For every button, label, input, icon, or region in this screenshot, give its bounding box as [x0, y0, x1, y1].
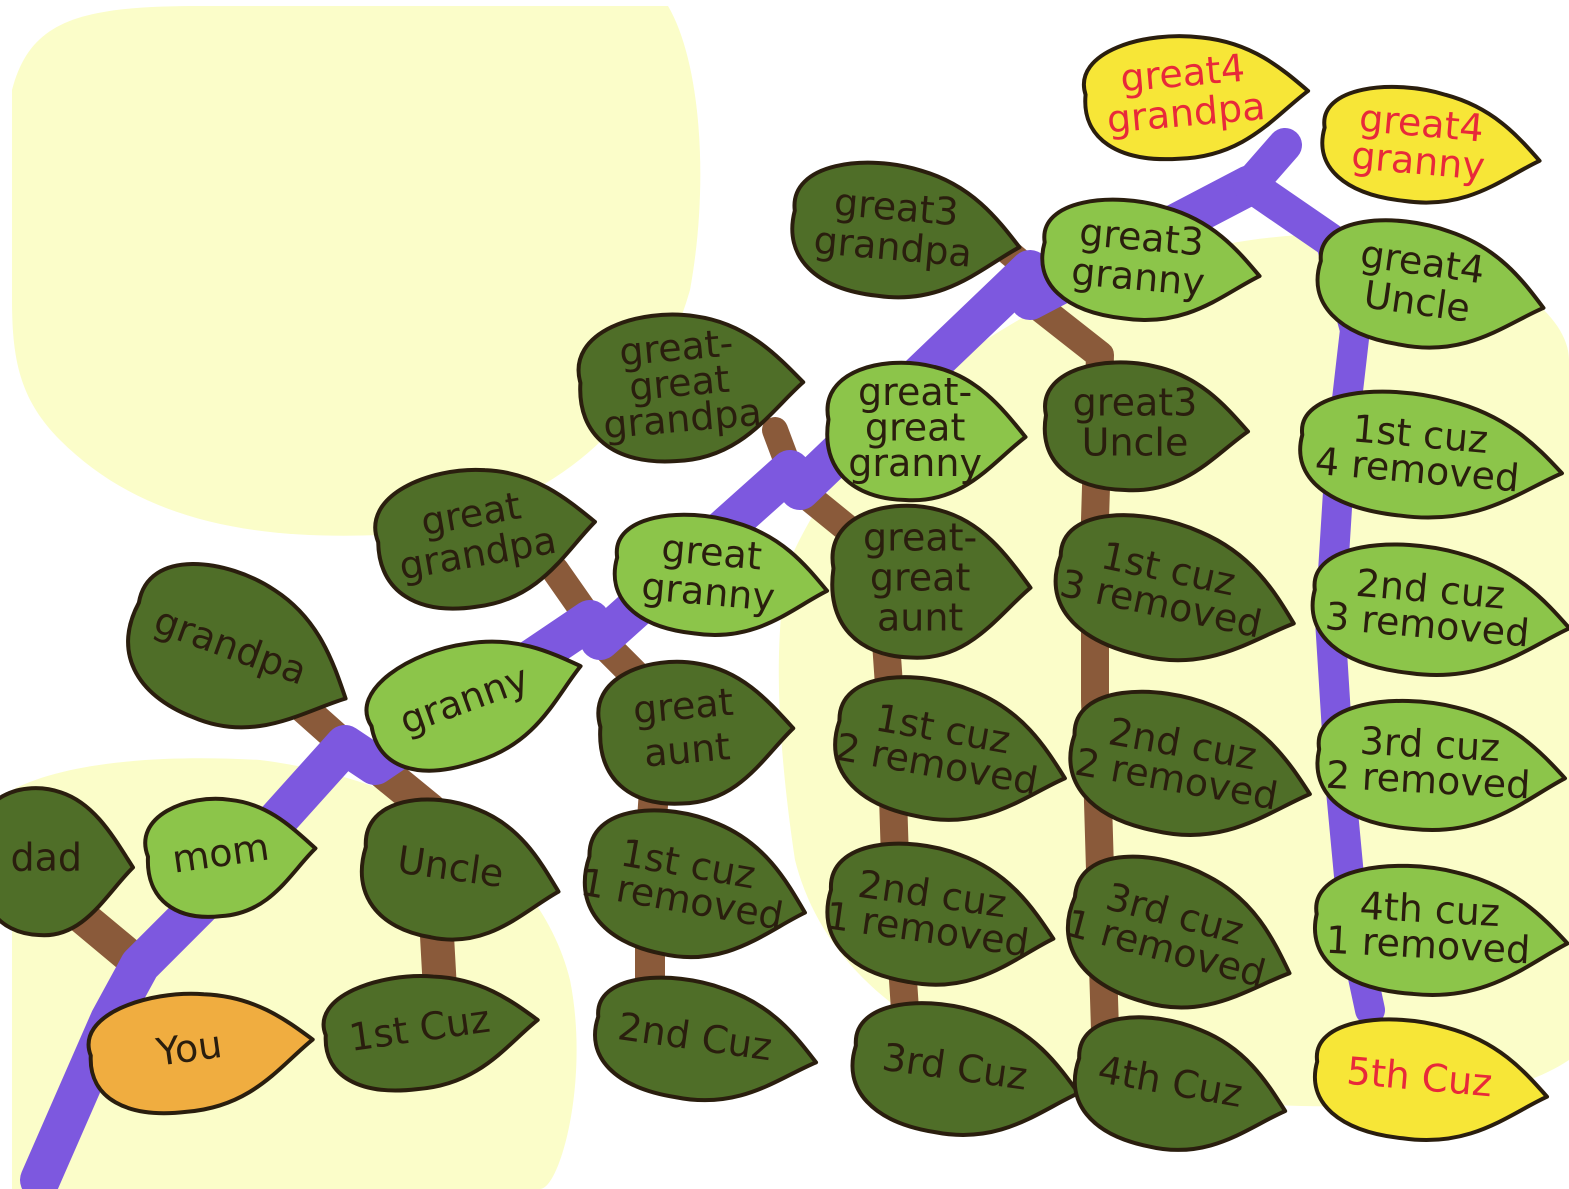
leaf-cuz-4: 4th Cuz [1072, 1015, 1288, 1152]
leaf-shape [1315, 218, 1546, 350]
leaf-label: granny [848, 441, 982, 485]
leaf-label: great [660, 526, 764, 579]
leaf-shape [126, 561, 348, 730]
leaf-shape [1313, 863, 1569, 997]
leaf-label: great3 [832, 180, 960, 235]
leaf-cuz-1: 1st Cuz [321, 974, 540, 1093]
leaf-shape [1313, 1017, 1550, 1142]
leaf-label: dad [10, 836, 82, 880]
leaf-label: great3 [1073, 381, 1198, 425]
trunk-top-fork [1233, 128, 1347, 257]
leaf-you: You [86, 991, 315, 1116]
leaf-shape [582, 808, 807, 960]
leaf-shape [1053, 513, 1296, 663]
leaf-shape [830, 503, 1033, 660]
leaf-cuz-2: 2nd Cuz [593, 975, 819, 1103]
leaf-shape [1315, 698, 1567, 832]
leaf-shape [1081, 34, 1311, 162]
leaf-label: great- [617, 321, 735, 375]
leaf-shape [1310, 542, 1569, 677]
leaf-shape [596, 659, 796, 806]
leaf-label: great [870, 556, 970, 600]
leaf-shape [833, 675, 1067, 822]
leaf-shape [364, 639, 583, 773]
leaf-label: great4 [1358, 96, 1486, 151]
leaf-label: great [631, 680, 735, 733]
leaf-shape [576, 312, 806, 464]
leaf-shape [790, 160, 1022, 300]
leaf-label: great3 [1078, 210, 1206, 265]
leaf-label: great [865, 406, 965, 450]
leaf-cuz-5: 5th Cuz [1313, 1017, 1550, 1142]
leaf-grandpa: grandpa [126, 561, 348, 730]
leaf-shape [1068, 689, 1312, 837]
leaf-shape [1298, 389, 1564, 520]
leaf-shape [825, 841, 1056, 987]
leaf-shape [86, 991, 315, 1116]
leaf-dad: dad [0, 786, 135, 938]
leaf-label: 2 removed [1325, 753, 1532, 808]
leaf-shape [1072, 1015, 1288, 1152]
leaf-label: great- [863, 516, 977, 560]
leaf-shape [359, 797, 561, 942]
leaf-shape [612, 512, 830, 637]
leaf-shape [373, 467, 597, 611]
leaf-label: aunt [877, 595, 963, 639]
leaf-label: great- [858, 370, 972, 414]
background-blob-top-left [12, 6, 701, 536]
trunk-main [20, 165, 1270, 1189]
leaf-shape [1040, 197, 1262, 322]
leaf-granny: granny [364, 639, 583, 773]
leaf-label: great4 [1119, 46, 1247, 101]
leaf-mom: mom [143, 796, 318, 919]
leaf-label: great [627, 357, 731, 410]
leaf-shape [825, 360, 1028, 503]
leaf-shape [1065, 854, 1292, 1010]
leaf-label: aunt [642, 724, 732, 775]
leaf-label: 4th cuz [1359, 884, 1501, 935]
leaf-shape [1320, 85, 1542, 205]
leaf-shape [143, 796, 318, 919]
leaf-shape [321, 974, 540, 1093]
leaf-shape [1042, 360, 1250, 493]
leaf-shape [593, 975, 819, 1103]
leaf-label: You [153, 1022, 225, 1075]
leaf-cuz-3: 3rd Cuz [850, 1001, 1081, 1138]
leaf-label: 1 removed [1325, 918, 1532, 973]
leaf-uncle: Uncle [359, 797, 561, 942]
leaf-label: Uncle [1082, 420, 1189, 464]
leaf-shape [0, 786, 135, 938]
leaf-label: 3rd cuz [1359, 719, 1501, 770]
